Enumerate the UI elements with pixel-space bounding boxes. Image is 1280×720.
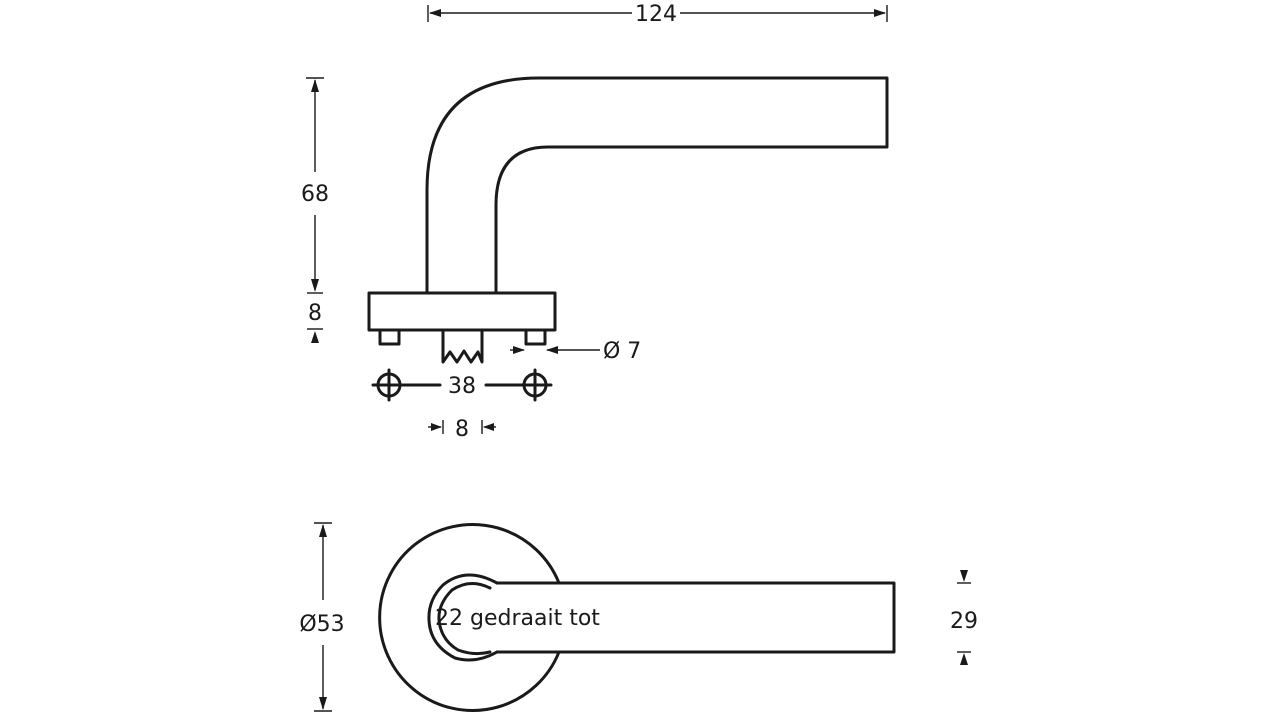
dim-grip-height-label: 29 — [950, 609, 978, 634]
dim-spindle: 8 — [428, 417, 496, 442]
dim-hole-spacing: 38 — [371, 368, 553, 402]
dim-total-length-label: 124 — [635, 2, 677, 27]
dim-rose-thickness: 8 — [307, 292, 323, 343]
neck-ring-outer — [427, 573, 499, 662]
rose-outline — [378, 523, 561, 712]
lever-top-outline — [495, 581, 896, 654]
dim-rose-thickness-label: 8 — [308, 301, 322, 326]
dim-height: 68 — [301, 77, 329, 292]
neck-ring-inner — [437, 582, 492, 656]
fixing-pin-left — [378, 328, 401, 346]
rotation-note: 22 gedraait tot — [435, 606, 600, 631]
lever-side-profile — [425, 76, 889, 295]
hole-center-left-icon — [371, 368, 407, 402]
side-view — [367, 76, 889, 364]
dim-rose-diameter-label: Ø53 — [299, 612, 344, 637]
rose-plate-side — [367, 291, 557, 332]
top-view: 22 gedraait tot — [378, 523, 896, 712]
dim-rose-diameter: Ø53 — [299, 522, 345, 712]
dim-total-length: 124 — [427, 2, 888, 27]
dim-grip-height: 29 — [950, 570, 978, 665]
dim-height-label: 68 — [301, 182, 329, 207]
dim-spindle-label: 8 — [455, 417, 469, 442]
fixing-pin-right — [524, 328, 547, 346]
dim-hole-spacing-label: 38 — [448, 374, 476, 399]
dim-pin-diameter: Ø 7 — [510, 339, 641, 364]
hole-center-right-icon — [517, 368, 553, 402]
dim-pin-diameter-label: Ø 7 — [603, 339, 641, 364]
spindle-break — [441, 328, 484, 364]
